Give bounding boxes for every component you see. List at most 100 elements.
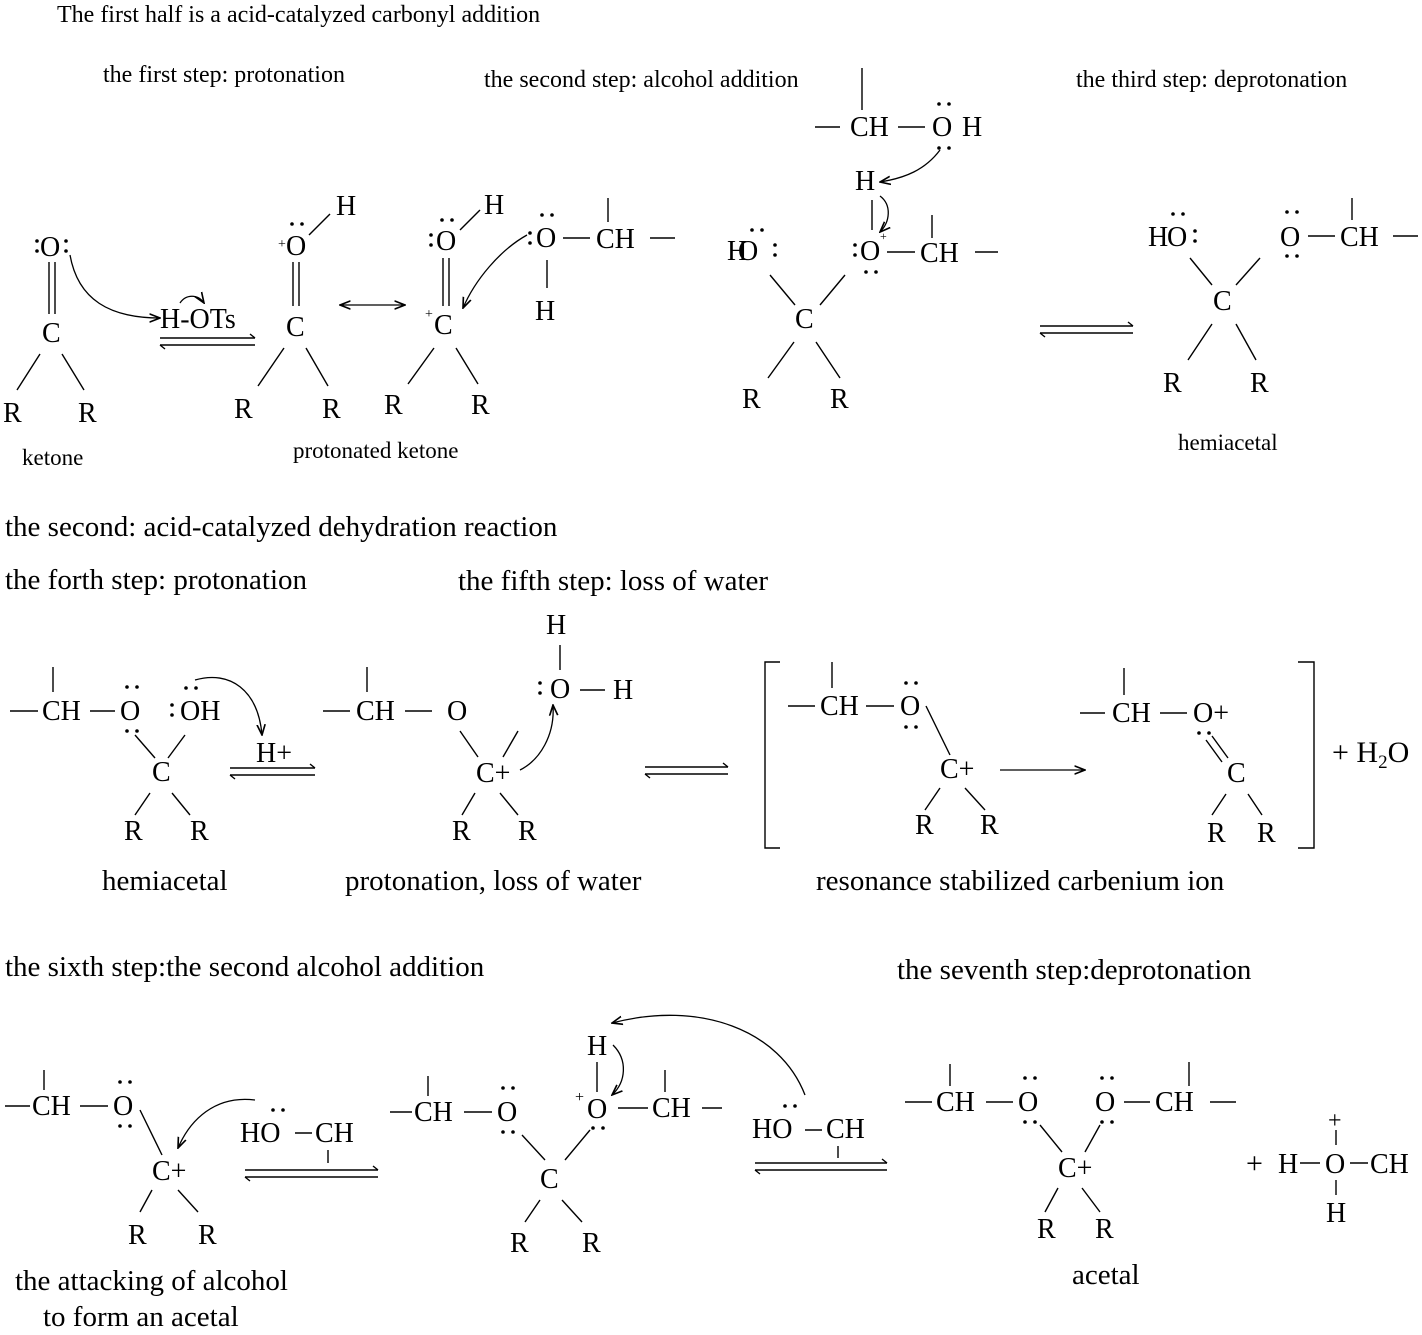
svg-text:+: + <box>575 1089 584 1106</box>
oxygen: O <box>113 1091 133 1122</box>
equilibrium-arrow <box>1039 321 1134 338</box>
water-oxygen: O <box>550 674 570 705</box>
carbon-cation: C <box>434 310 453 341</box>
hydrogen: H <box>613 675 633 706</box>
heading-step6: the sixth step:the second alcohol additi… <box>5 951 485 983</box>
oxygen: O <box>120 696 140 727</box>
carbon: C <box>152 757 171 788</box>
alcohol-reagent-1: HO CH <box>240 1108 379 1182</box>
resonance-bracket: CH O C+ R R CH O+ C R R <box>764 661 1315 849</box>
hemiacetal-label: hemiacetal <box>1178 430 1278 455</box>
ch-group: CH <box>1155 1087 1194 1118</box>
proton-equilibrium: H+ <box>229 738 316 780</box>
r-group: R <box>78 398 97 429</box>
alcohol-label: HO <box>240 1118 280 1149</box>
ch-group: CH <box>356 696 395 727</box>
r-group: R <box>234 394 253 425</box>
r-group: R <box>3 398 22 429</box>
attacking-alcohol: O CH H <box>528 198 675 327</box>
protonated-acetal: CH O + O H CH C R R <box>390 1031 722 1259</box>
svg-text:+: + <box>1328 1108 1342 1134</box>
ch-group: CH <box>596 224 635 255</box>
carbon: C <box>1213 286 1232 317</box>
hydrogen: H <box>546 610 566 641</box>
oxygen: O <box>447 696 467 727</box>
oxygen: O <box>286 231 306 262</box>
ch-group: CH <box>42 696 81 727</box>
r-group: R <box>830 384 849 415</box>
ch-group: CH <box>32 1091 71 1122</box>
oxygen: O <box>40 232 60 263</box>
heading-first-half: The first half is a acid-catalyzed carbo… <box>57 2 540 28</box>
carbon: C <box>795 304 814 335</box>
proton-label: H+ <box>256 738 292 769</box>
ch-group: CH <box>1340 222 1379 253</box>
oxygen: O <box>1325 1149 1345 1180</box>
oxygen: O <box>738 236 758 267</box>
oxygen: O <box>436 226 456 257</box>
r-group: R <box>742 384 761 415</box>
ch-group: CH <box>652 1093 691 1124</box>
carbon: C <box>42 318 61 349</box>
oxygen: O <box>900 691 920 722</box>
acetal-label: acetal <box>1072 1259 1140 1291</box>
hydrogen: H <box>535 296 555 327</box>
hemiacetal-structure-2: CH O OH C R R hemiacetal <box>10 667 228 897</box>
r-group: R <box>1257 818 1276 849</box>
ketone-label: ketone <box>22 445 83 470</box>
heading-step5: the fifth step: loss of water <box>458 565 768 597</box>
oxygen: O <box>1018 1087 1038 1118</box>
r-group: R <box>1250 368 1269 399</box>
carbocation-structure: CH O C+ R R the attacking of alcohol to … <box>5 1070 288 1333</box>
hemiacetal-label-2: hemiacetal <box>102 865 228 897</box>
carbon: C+ <box>1058 1153 1092 1184</box>
carbon: C <box>540 1164 559 1195</box>
hydrogen: H <box>962 112 982 143</box>
protonated-ketone-form1: + O H C R R <box>234 191 356 425</box>
hydrogen: H <box>484 190 504 221</box>
oxonium-oxygen: O <box>860 236 880 267</box>
carbocation: C+ <box>152 1156 186 1187</box>
heading-step2: the second step: alcohol addition <box>484 67 799 93</box>
hydrogen: H <box>587 1031 607 1062</box>
carbon: C <box>286 312 305 343</box>
oxygen: O <box>497 1097 517 1128</box>
resonance-label: resonance stabilized carbenium ion <box>816 865 1225 897</box>
ch-group: CH <box>920 238 959 269</box>
protonated-ketone-form2: O H + C R R protonated ketone <box>293 190 504 463</box>
attacking-label-line2: to form an acetal <box>43 1301 239 1333</box>
r-group: R <box>198 1220 217 1251</box>
r-group: R <box>384 390 403 421</box>
carbon: C <box>1227 758 1246 789</box>
hydrogen: H <box>336 191 356 222</box>
ch-group: CH <box>850 112 889 143</box>
oxonium-oxygen: O+ <box>1193 698 1229 729</box>
oxygen: O <box>1280 222 1300 253</box>
carbocation: C+ <box>940 754 974 785</box>
hydrogen: H <box>1278 1149 1298 1180</box>
heading-second-half: the second: acid-catalyzed dehydration r… <box>5 511 558 543</box>
water-product: + H2O <box>1332 736 1409 773</box>
ch-group: CH <box>414 1097 453 1128</box>
r-group: R <box>322 394 341 425</box>
r-group: R <box>190 816 209 847</box>
ch-group: CH <box>936 1087 975 1118</box>
r-group: R <box>915 810 934 841</box>
hydrogen: H <box>855 166 875 197</box>
r-group: R <box>1095 1214 1114 1245</box>
hemiacetal-structure: H O O CH C R R hemiacetal <box>1148 198 1418 455</box>
svg-text:+: + <box>425 307 433 322</box>
protonated-ketone-label: protonated ketone <box>293 438 458 463</box>
oxygen: O <box>1167 222 1187 253</box>
svg-text:+: + <box>278 237 286 252</box>
r-group: R <box>471 390 490 421</box>
ch-group: CH <box>1370 1149 1409 1180</box>
ch-group: CH <box>820 691 859 722</box>
tosic-acid-label: H-OTs <box>160 304 236 335</box>
equilibrium-arrow-2 <box>644 762 729 779</box>
hydrogen: H <box>1326 1198 1346 1229</box>
r-group: R <box>518 816 537 847</box>
heading-step4: the forth step: protonation <box>5 564 308 596</box>
protonation-loss-label: protonation, loss of water <box>345 865 642 897</box>
